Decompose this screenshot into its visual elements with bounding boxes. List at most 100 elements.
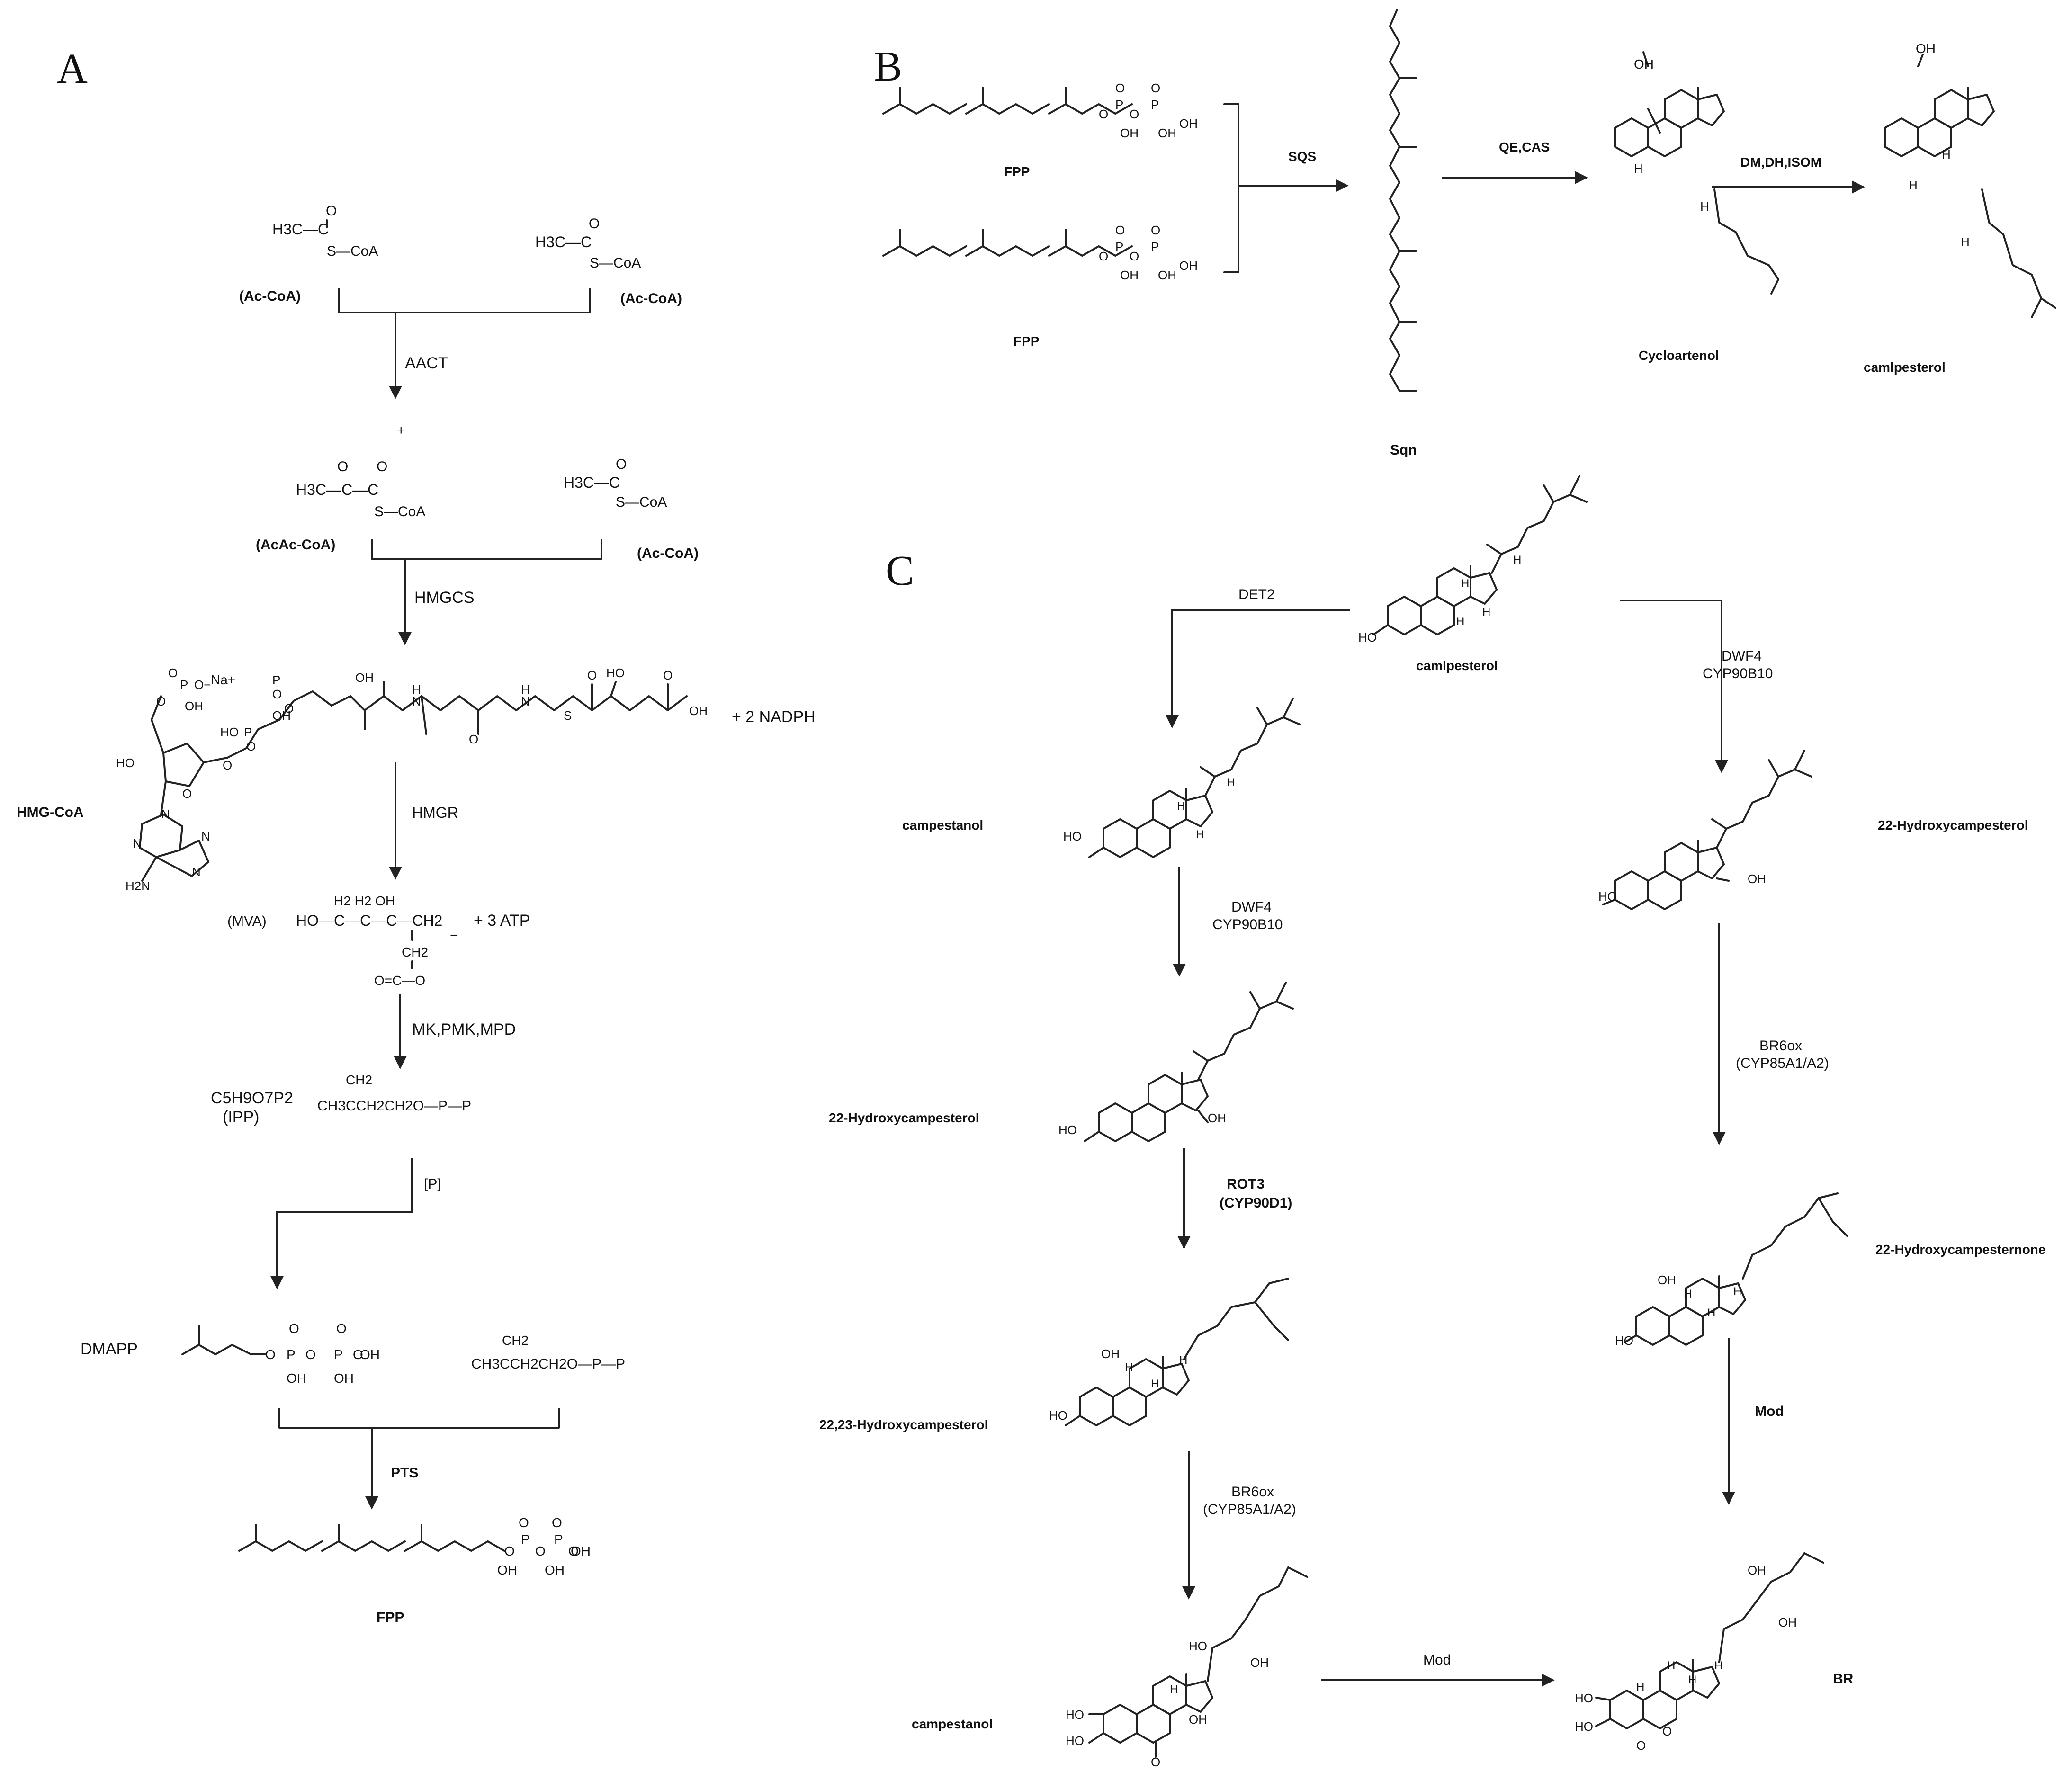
enzyme-cyp90d1: (CYP90D1) <box>1220 1195 1292 1211</box>
dmapp-atom-oh2: OH <box>287 1371 306 1386</box>
br-atom-ho1: HO <box>1575 1691 1593 1705</box>
br-atom-o1: O <box>1636 1738 1646 1753</box>
dmapp-atom-o4: O <box>289 1321 299 1336</box>
acetyl-coa-third: H3C—C O S—CoA (Ac-CoA) <box>564 456 699 561</box>
fpp-bottom-atom-p1: P <box>1115 240 1123 254</box>
campestanol-bottom-atom-o: O <box>1151 1755 1160 1769</box>
hmg-atom-ho2: HO <box>606 666 625 680</box>
acetyl-third-name: (Ac-CoA) <box>637 546 699 561</box>
fpp-final-atom-p2: P <box>554 1532 563 1547</box>
fpp-final-atom-o4: O <box>519 1515 529 1530</box>
hmg-atom-n1: N <box>161 807 170 821</box>
fpp-bottom-atom-o4: O <box>1151 223 1160 237</box>
acetyl-third-formula: H3C—C <box>564 474 620 491</box>
fpp-top-atom-o4: O <box>1151 81 1160 95</box>
fpp-top-atom-oh2: OH <box>1120 126 1139 140</box>
ipp-struct: CH3CCH2CH2O—P—P <box>317 1098 471 1114</box>
enzyme-dwf4-left: DWF4 <box>1231 899 1272 915</box>
campestanol-top-atom-h3: H <box>1196 828 1204 841</box>
dihydroxy-atom-h2: H <box>1151 1378 1159 1390</box>
acetyl-right-name: (Ac-CoA) <box>620 291 682 306</box>
fpp-top-atom-p2: P <box>1151 98 1159 112</box>
fpp-bottom-atom-oh1: OH <box>1179 259 1198 273</box>
ipp2-struct: CH3CCH2CH2O—P—P <box>471 1356 625 1372</box>
ipp-name: (IPP) <box>223 1108 259 1126</box>
br-atom-h4: H <box>1714 1659 1722 1672</box>
hmg-atom-p3: P <box>244 725 252 739</box>
camp-b-atom-h2: H <box>1909 178 1918 192</box>
dihydroxy-atom-oh: OH <box>1101 1347 1120 1361</box>
fpp-bottom-name: FPP <box>1014 334 1039 349</box>
dihydroxy-atom-h3: H <box>1179 1354 1187 1367</box>
br-structure: HO HO OH OH O O H H H H <box>1575 1552 1824 1753</box>
hmg-coa-name: HMG-CoA <box>17 805 84 820</box>
acetyl-right-o: O <box>589 216 600 232</box>
arrow-p <box>270 1158 413 1289</box>
hmg-atom-ominus: O− <box>194 678 211 692</box>
enzyme-br6ox-left: BR6ox <box>1231 1484 1274 1500</box>
acetyl-left-formula: H3C—C <box>272 221 329 238</box>
fpp-bottom-structure: O P O P OH OH OH O O <box>882 223 1198 282</box>
hmg-atom-o10: O <box>223 758 232 772</box>
hmg-atom-na: Na+ <box>211 672 235 687</box>
bracket-aact <box>338 288 591 313</box>
campestanol-top-structure: HO H H H <box>1063 698 1301 858</box>
hmg-atom-o7: O <box>587 668 597 682</box>
br-atom-h3: H <box>1688 1674 1696 1686</box>
arrow-dwf4-right <box>1620 600 1728 773</box>
enzyme-p: [P] <box>424 1176 441 1192</box>
campesterol-c-name: camlpesterol <box>1416 658 1498 673</box>
mva-bottom: CH2 <box>402 945 428 959</box>
campestanol-bottom-atom-oh2: OH <box>1189 1712 1207 1727</box>
acac-o1: O <box>337 459 348 474</box>
ipp2-ch2: CH2 <box>502 1333 529 1348</box>
dihydroxy-atom-ho: HO <box>1049 1408 1067 1423</box>
hmg-atom-oh2: OH <box>272 708 291 723</box>
acetyl-left-o: O <box>326 203 337 219</box>
acetyl-right-formula: H3C—C <box>535 233 592 251</box>
dmapp-atom-oh3: OH <box>334 1371 354 1386</box>
campesterol-c-structure: HO H H H H <box>1358 475 1588 644</box>
enzyme-cyp90b10-left: CYP90B10 <box>1212 917 1283 932</box>
cycloartenol-name: Cycloartenol <box>1639 348 1719 363</box>
hydroxy-ketone-atom-h1: H <box>1684 1288 1692 1300</box>
acetyl-left-name: (Ac-CoA) <box>239 288 301 304</box>
hydroxy-ketone-name: 22-Hydroxycampesternone <box>1875 1242 2045 1257</box>
campestanol-top-atom-h2: H <box>1177 800 1185 813</box>
fpp-final-atom-o1: O <box>504 1544 515 1558</box>
hydroxy-ketone-atom-h3: H <box>1733 1285 1741 1298</box>
hydroxy-ketone-atom-oh: OH <box>1658 1273 1676 1287</box>
hmg-atom-p2: P <box>272 673 280 687</box>
bracket-pts <box>278 1408 560 1429</box>
fpp-bottom-atom-o2: O <box>1130 249 1139 263</box>
camp-c-atom-h1: H <box>1513 554 1521 566</box>
campestanol-bottom-atom-oh1: OH <box>1250 1656 1269 1670</box>
dihydroxy-structure: HO OH H H H <box>1049 1278 1289 1426</box>
hmg-atom-o9: O <box>182 787 192 801</box>
enzyme-br6ox-right: BR6ox <box>1759 1038 1802 1054</box>
hmg-atom-h2: H <box>521 682 530 697</box>
hydroxy-right-atom-oh: OH <box>1748 872 1766 886</box>
enzyme-mk: MK,PMK,MPD <box>412 1020 516 1038</box>
ipp-ch2: CH2 <box>346 1073 372 1087</box>
enzyme-hmgcs: HMGCS <box>414 589 475 607</box>
campesterol-b-structure: OH H H H <box>1884 41 2056 318</box>
camp-c-atom-h3: H <box>1482 606 1490 618</box>
campestanol-bottom-atom-ho2: HO <box>1066 1734 1084 1748</box>
campestanol-bottom-atom-ho3: HO <box>1189 1639 1207 1653</box>
enzyme-hmgr: HMGR <box>412 804 458 821</box>
enzyme-cyp90b10-right: CYP90B10 <box>1703 666 1773 681</box>
enzyme-aact: AACT <box>405 354 448 372</box>
acetyl-coa-right: H3C—C O S—CoA (Ac-CoA) <box>535 216 682 306</box>
br-atom-ho2: HO <box>1575 1719 1593 1734</box>
mva-top: H2 H2 OH <box>334 894 395 908</box>
mva-acid: O=C—O <box>374 973 425 988</box>
hydroxy-ketone-atom-h2: H <box>1707 1307 1715 1319</box>
acetyl-left-sub: S—CoA <box>327 243 378 259</box>
camp-c-atom-h4: H <box>1456 615 1464 628</box>
fpp-top-atom-p1: P <box>1115 98 1123 112</box>
fpp-final-name: FPP <box>377 1610 404 1625</box>
ipp-second: CH2 CH3CCH2CH2O—P—P <box>471 1333 625 1372</box>
hmg-atom-n2: N <box>201 829 210 843</box>
br-atom-o2: O <box>1662 1724 1672 1738</box>
